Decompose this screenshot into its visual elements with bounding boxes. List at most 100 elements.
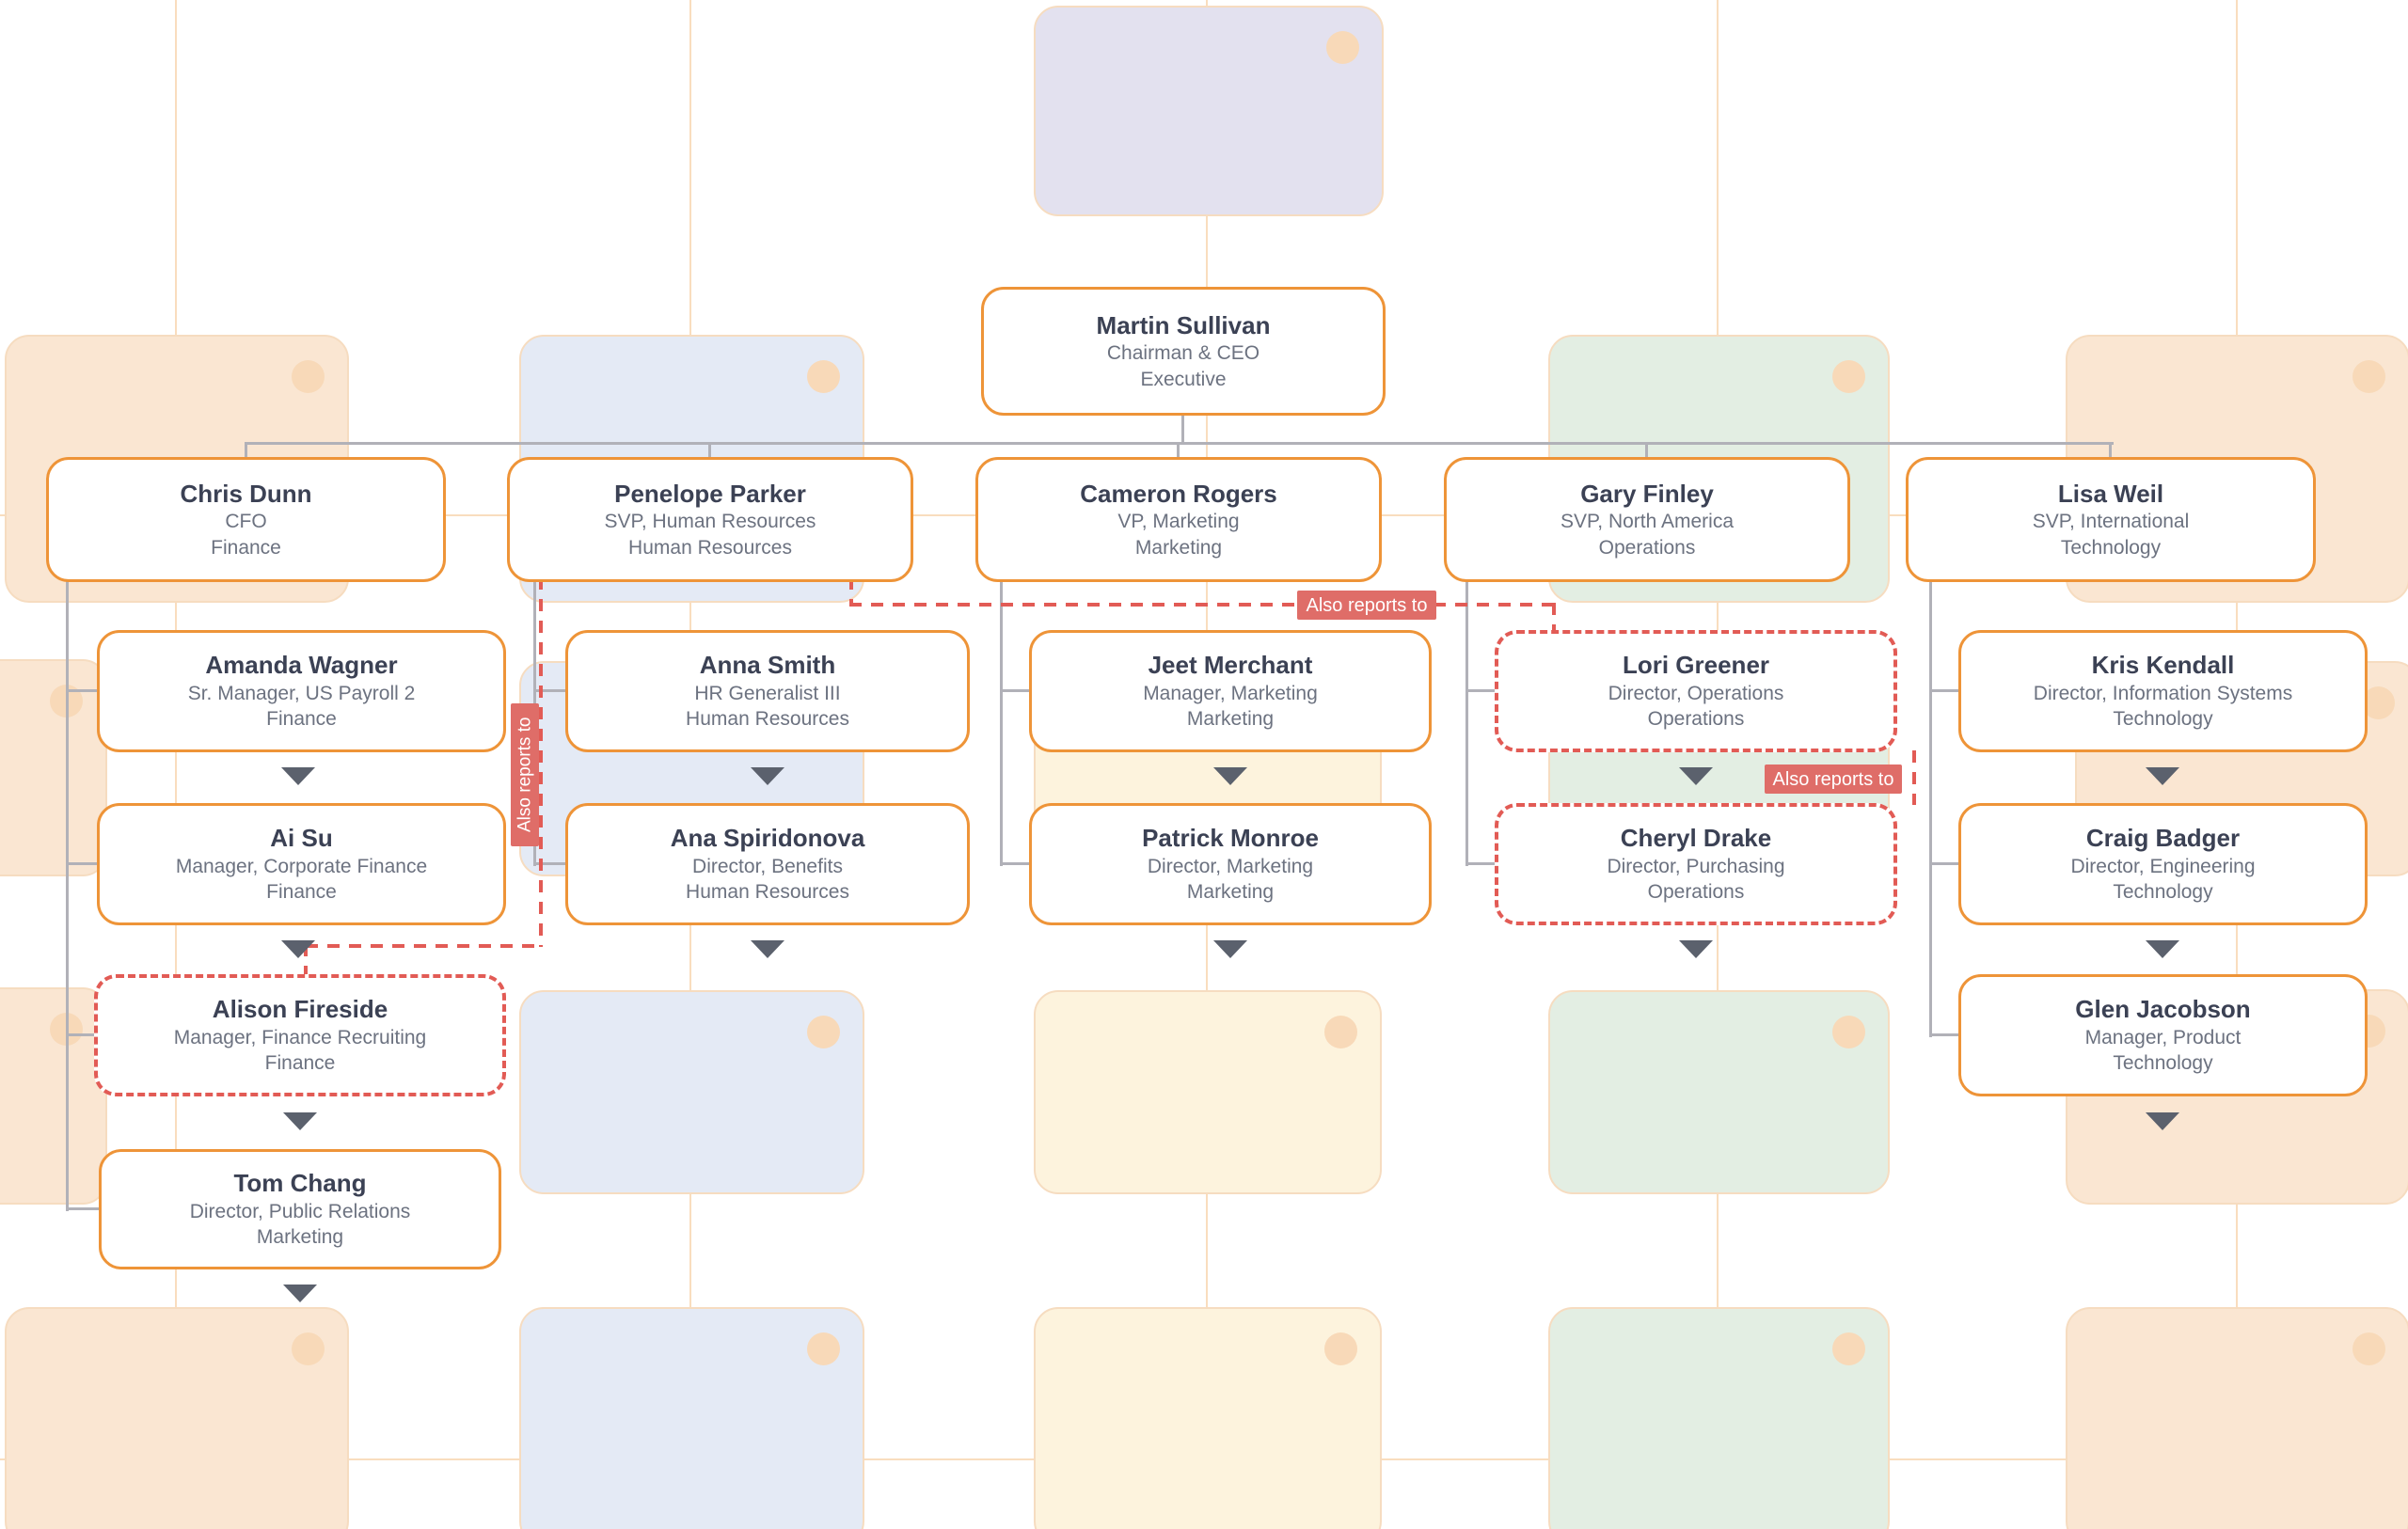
person-title: Director, Information Systems (2033, 682, 2293, 704)
collapse-triangle-icon[interactable] (281, 940, 315, 958)
person-name: Lisa Weil (2057, 479, 2164, 508)
collapse-triangle-icon[interactable] (1213, 767, 1247, 785)
person-title: Director, Purchasing (1607, 855, 1785, 877)
avatar-placeholder-circle (1832, 1016, 1865, 1048)
person-title: SVP, North America (1560, 511, 1735, 533)
person-dept: Operations (1598, 536, 1696, 559)
person-title: CFO (225, 511, 267, 533)
person-dept: Finance (211, 536, 281, 559)
person-name: Craig Badger (2085, 824, 2241, 853)
ghost-card (519, 990, 864, 1194)
person-title: Director, Marketing (1147, 855, 1314, 877)
dotted-reporting-line (539, 577, 543, 947)
collapse-triangle-icon[interactable] (283, 1112, 317, 1130)
collapse-triangle-icon[interactable] (281, 767, 315, 785)
person-dept: Finance (266, 881, 337, 904)
connector-line (2109, 442, 2112, 457)
dotted-reporting-line (304, 944, 308, 976)
person-name: Lori Greener (1622, 651, 1770, 680)
collapse-triangle-icon[interactable] (751, 940, 784, 958)
person-name: Gary Finley (1580, 479, 1714, 508)
connector-line (1000, 689, 1029, 692)
avatar-placeholder-circle (807, 360, 840, 393)
collapse-triangle-icon[interactable] (2146, 1112, 2179, 1130)
connector-line (533, 689, 565, 692)
person-title: VP, Marketing (1117, 511, 1240, 533)
collapse-triangle-icon[interactable] (1679, 940, 1713, 958)
person-dept: Marketing (1134, 536, 1223, 559)
person-dept: Marketing (256, 1226, 344, 1249)
connector-line (1465, 689, 1495, 692)
person-title: Manager, Marketing (1143, 682, 1318, 704)
ghost-card (5, 1307, 349, 1529)
person-title: Director, Benefits (692, 855, 843, 877)
ghost-card (1034, 990, 1382, 1194)
connector-line (1181, 416, 1184, 442)
person-dept: Technology (2060, 536, 2162, 559)
person-title: Chairman & CEO (1106, 342, 1260, 365)
person-title: Director, Operations (1608, 682, 1784, 704)
avatar-placeholder-circle (1832, 360, 1865, 393)
ghost-card (0, 659, 107, 876)
person-title: HR Generalist III (694, 682, 841, 704)
avatar-placeholder-circle (292, 360, 325, 393)
collapse-triangle-icon[interactable] (2146, 940, 2179, 958)
person-name: Glen Jacobson (2075, 995, 2251, 1024)
person-name: Alison Fireside (212, 995, 388, 1024)
connector-line (66, 689, 97, 692)
dotted-reporting-line (1912, 750, 1916, 805)
collapse-triangle-icon[interactable] (1679, 767, 1713, 785)
person-name: Ana Spiridonova (670, 824, 865, 853)
avatar-placeholder-circle (1324, 1016, 1357, 1048)
person-name: Jeet Merchant (1148, 651, 1313, 680)
collapse-triangle-icon[interactable] (283, 1285, 317, 1302)
person-dept: Human Resources (628, 536, 792, 559)
dotted-reporting-line (1552, 603, 1556, 632)
avatar-placeholder-circle (1324, 1332, 1357, 1365)
person-name: Chris Dunn (180, 479, 312, 508)
dotted-reporting-line (849, 577, 853, 605)
avatar-placeholder-circle (1832, 1332, 1865, 1365)
connector-line (1645, 442, 1648, 457)
ghost-card (519, 1307, 864, 1529)
person-dept: Marketing (1186, 881, 1275, 904)
ghost-card (0, 987, 107, 1205)
collapse-triangle-icon[interactable] (2146, 767, 2179, 785)
collapse-triangle-icon[interactable] (1213, 940, 1247, 958)
person-dept: Technology (2113, 708, 2213, 731)
avatar-placeholder-circle (1326, 31, 1359, 64)
collapse-triangle-icon[interactable] (751, 767, 784, 785)
ghost-card (1034, 1307, 1382, 1529)
person-dept: Executive (1140, 368, 1227, 390)
connector-line (1177, 442, 1180, 457)
connector-line (533, 862, 565, 865)
connector-line (1000, 862, 1029, 865)
avatar-placeholder-circle (807, 1016, 840, 1048)
person-title: Director, Public Relations (189, 1200, 411, 1222)
person-name: Anna Smith (699, 651, 836, 680)
dotted-reporting-line (849, 603, 1554, 607)
avatar-placeholder-circle (807, 1332, 840, 1365)
person-dept: Finance (264, 1052, 336, 1075)
ghost-card (2066, 1307, 2408, 1529)
